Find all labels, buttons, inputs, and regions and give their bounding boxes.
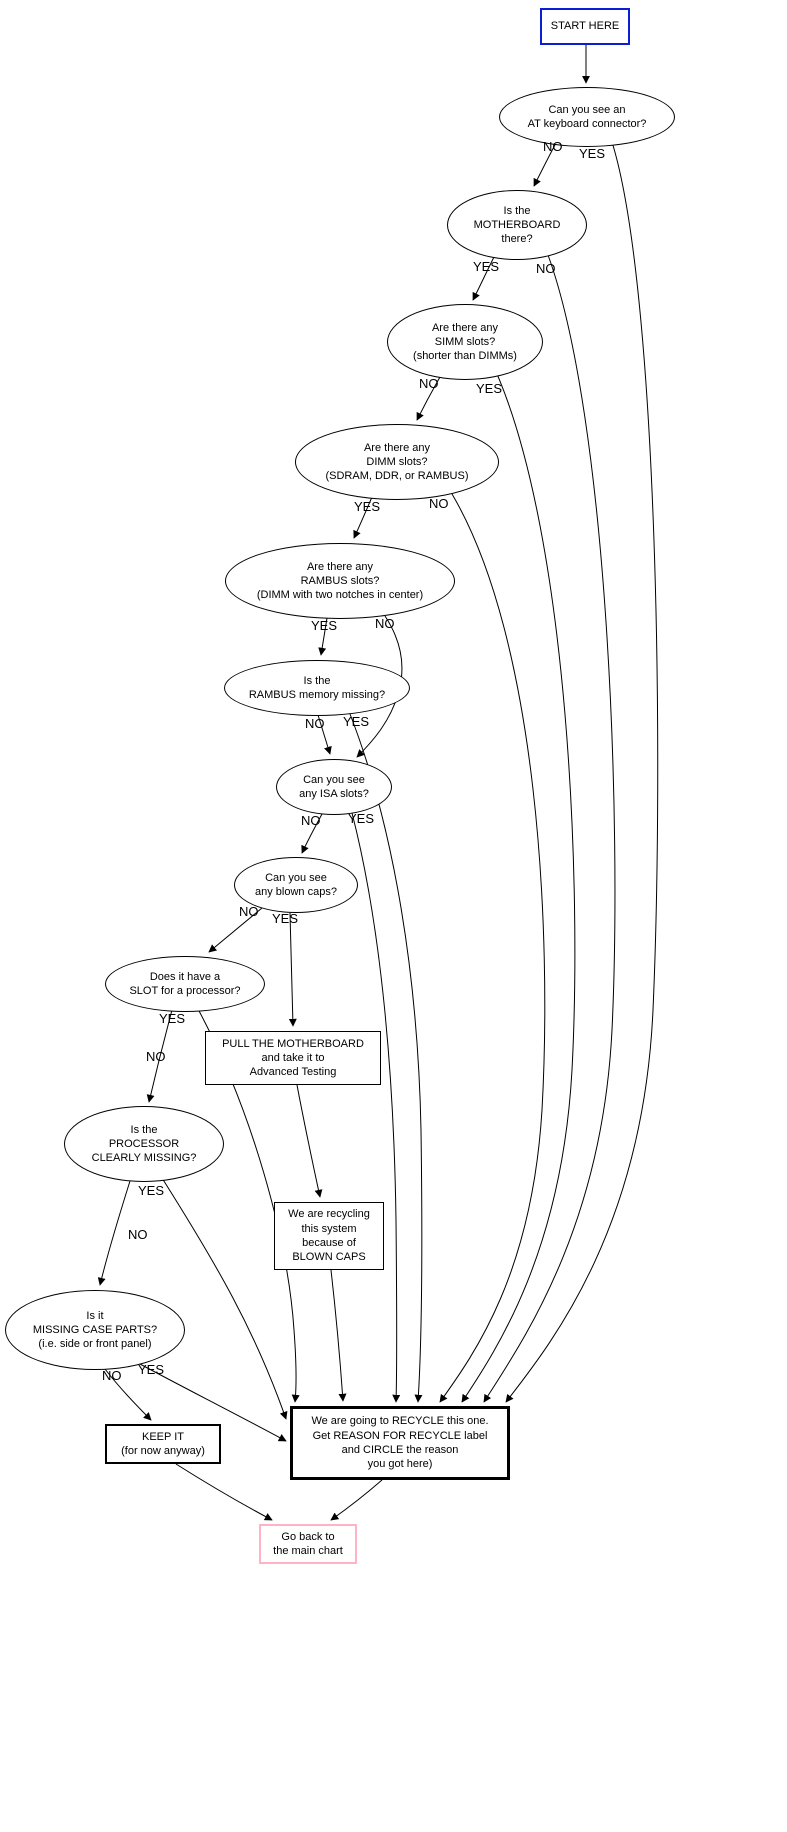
- edge-label-simm-yes: YES: [476, 381, 503, 396]
- edge-processor-yes-recycle: [161, 1177, 288, 1420]
- edge-at-keyboard-yes-recycle: [505, 141, 659, 1403]
- edge-label-proc-no: NO: [128, 1227, 148, 1242]
- edge-label-mb-no: NO: [536, 261, 556, 276]
- node-isa-slots: Can you see any ISA slots?: [276, 759, 392, 815]
- edge-blown-caps-no: [208, 907, 263, 953]
- node-pull-motherboard: PULL THE MOTHERBOARD and take it to Adva…: [205, 1031, 381, 1085]
- edge-label-slot-no: NO: [146, 1049, 166, 1064]
- edge-pull-to-blown-caps-box: [296, 1084, 323, 1198]
- node-at-keyboard: Can you see an AT keyboard connector?: [499, 87, 675, 147]
- node-dimm-slots: Are there any DIMM slots? (SDRAM, DDR, o…: [295, 424, 499, 500]
- edge-label-rambus-yes: YES: [311, 618, 338, 633]
- edge-label-mb-yes: YES: [473, 259, 500, 274]
- edge-label-at-yes: YES: [579, 146, 606, 161]
- edge-label-dimm-no: NO: [429, 496, 449, 511]
- node-processor-missing: Is the PROCESSOR CLEARLY MISSING?: [64, 1106, 224, 1182]
- node-recycle: We are going to RECYCLE this one. Get RE…: [290, 1406, 510, 1480]
- edge-label-isa-yes: YES: [348, 811, 375, 826]
- node-simm-slots: Are there any SIMM slots? (shorter than …: [387, 304, 543, 380]
- edge-case-yes-recycle: [139, 1363, 287, 1442]
- edge-motherboard-yes: [472, 256, 495, 301]
- node-recycling-blown-caps: We are recycling this system because of …: [274, 1202, 384, 1270]
- edge-label-rambus-no: NO: [375, 616, 395, 631]
- node-rambus-slots: Are there any RAMBUS slots? (DIMM with t…: [225, 543, 455, 619]
- edge-label-proc-yes: YES: [138, 1183, 165, 1198]
- node-go-back: Go back to the main chart: [259, 1524, 357, 1564]
- edge-label-isa-no: NO: [301, 813, 321, 828]
- edge-label-case-yes: YES: [138, 1362, 165, 1377]
- edge-rambus-memory-no: [317, 714, 332, 755]
- edge-label-rmem-no: NO: [305, 716, 325, 731]
- node-motherboard: Is the MOTHERBOARD there?: [447, 190, 587, 260]
- edge-simm-no: [416, 376, 441, 421]
- node-blown-caps: Can you see any blown caps?: [234, 857, 358, 913]
- edge-label-dimm-yes: YES: [354, 499, 381, 514]
- edge-rambus-slots-yes: [318, 617, 328, 656]
- edge-rambus-memory-yes-recycle: [349, 713, 423, 1403]
- edge-case-no: [104, 1368, 152, 1421]
- edge-label-slot-yes: YES: [159, 1011, 186, 1026]
- edge-label-simm-no: NO: [419, 376, 439, 391]
- edge-label-caps-no: NO: [239, 904, 259, 919]
- edge-label-at-no: NO: [543, 139, 563, 154]
- edge-blown-caps-box-to-recycle: [330, 1269, 347, 1402]
- node-start: START HERE: [540, 8, 630, 45]
- node-keep-it: KEEP IT (for now anyway): [105, 1424, 221, 1464]
- node-rambus-memory: Is the RAMBUS memory missing?: [224, 660, 410, 716]
- edge-simm-yes-recycle: [461, 373, 576, 1403]
- edge-slot-no: [146, 1009, 173, 1103]
- edge-dimm-no-recycle: [439, 493, 546, 1403]
- edge-at-keyboard-no: [533, 142, 557, 187]
- edge-blown-caps-yes: [288, 912, 297, 1027]
- edge-processor-no: [97, 1180, 131, 1286]
- edge-label-case-no: NO: [102, 1368, 122, 1383]
- node-missing-case-parts: Is it MISSING CASE PARTS? (i.e. side or …: [5, 1290, 185, 1370]
- edge-label-caps-yes: YES: [272, 911, 299, 926]
- node-slot-processor: Does it have a SLOT for a processor?: [105, 956, 265, 1012]
- edge-label-rmem-yes: YES: [343, 714, 370, 729]
- edge-motherboard-no-recycle: [483, 254, 616, 1403]
- edge-recycle-to-goback: [330, 1479, 383, 1521]
- edge-keep-to-goback: [175, 1463, 273, 1521]
- edge-dimm-yes: [353, 496, 373, 539]
- edge-isa-yes-recycle: [351, 812, 401, 1403]
- edge-isa-no: [301, 813, 323, 854]
